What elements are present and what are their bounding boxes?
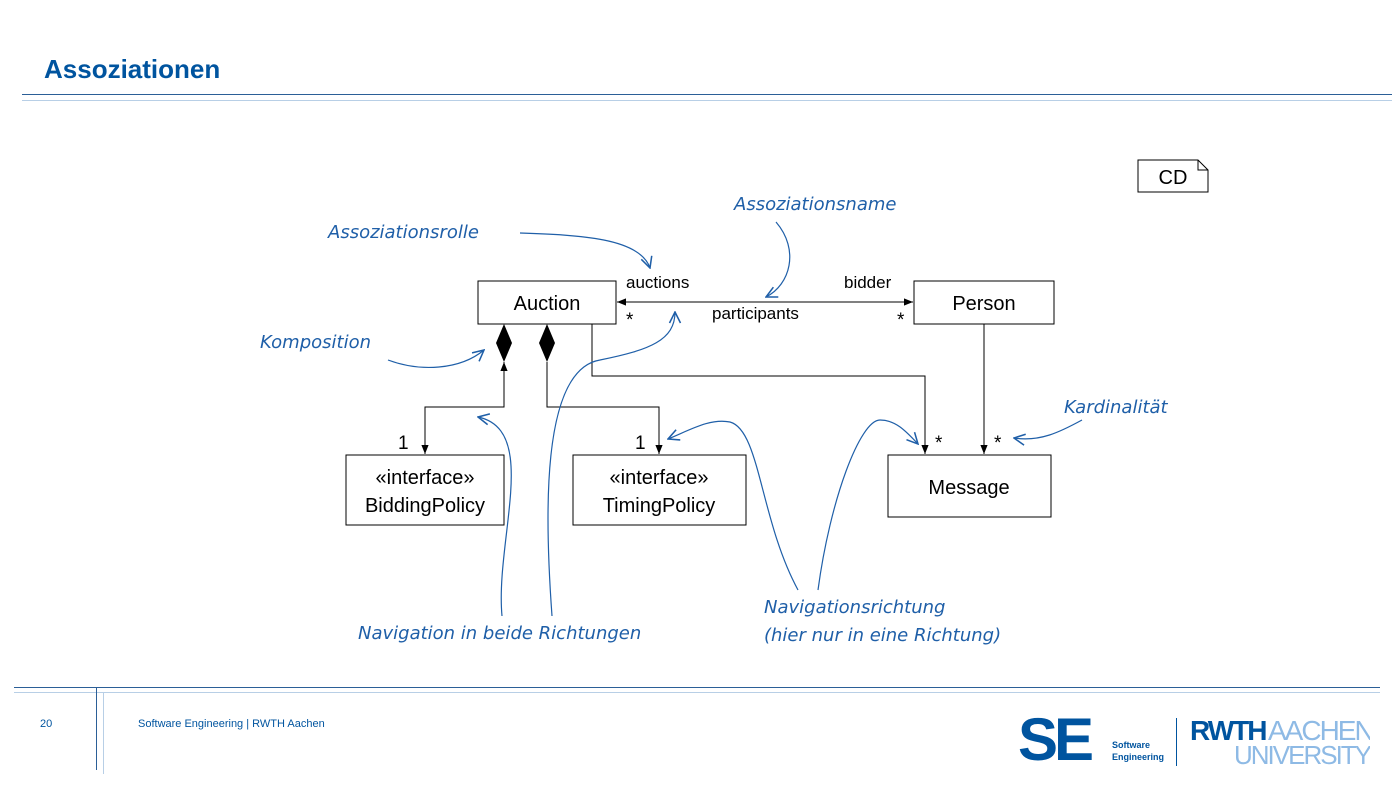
multiplicity-bidder: * (897, 310, 905, 331)
rwth-logo-university: UNIVERSITY (1234, 740, 1370, 770)
annotation-komposition: Komposition (260, 332, 371, 353)
class-timing-policy: «interface» TimingPolicy (572, 454, 747, 526)
class-timing-policy-stereotype: «interface» (610, 467, 709, 489)
arrow-komposition (387, 350, 484, 368)
arrow-navigationsrichtung-left (668, 420, 799, 591)
page-title: Assoziationen (44, 54, 221, 84)
association-role-auctions: auctions (626, 273, 689, 292)
class-message: Message (887, 454, 1052, 518)
diagram-tag-label: CD (1159, 167, 1188, 189)
multiplicity-timing-policy: 1 (635, 433, 646, 454)
annotation-navigation-beide: Navigation in beide Richtungen (358, 623, 641, 644)
annotation-navigationsrichtung: Navigationsrichtung (764, 597, 945, 618)
footer-separator (96, 688, 97, 770)
page-number: 20 (40, 718, 53, 730)
annotation-arrows (387, 221, 1083, 617)
rwth-logo-mark: RWTH (1190, 715, 1266, 746)
composition-diamond-timing (539, 324, 555, 362)
annotation-kardinalitaet: Kardinalität (1064, 397, 1169, 418)
footer-text: Software Engineering | RWTH Aachen (138, 718, 325, 730)
class-timing-policy-name: TimingPolicy (603, 495, 716, 517)
class-bidding-policy: «interface» BiddingPolicy (345, 454, 505, 526)
association-name: participants (712, 304, 799, 323)
class-bidding-policy-stereotype: «interface» (376, 467, 475, 489)
composition-timing-line (546, 362, 663, 454)
class-person-name: Person (952, 293, 1015, 315)
se-logo-line2: Engineering (1112, 752, 1164, 762)
footer-separator-thin (103, 692, 104, 774)
arrow-navigation-beide-right (547, 312, 675, 617)
logo-separator (1176, 718, 1177, 766)
composition-diamond-bidding (496, 324, 512, 362)
se-logo: SE Software Engineering (1018, 712, 1164, 768)
association-role-bidder: bidder (844, 273, 892, 292)
title-divider (22, 94, 1392, 95)
multiplicity-message-person: * (994, 433, 1002, 454)
class-person: Person (913, 280, 1055, 325)
composition-bidding-line (421, 362, 508, 454)
class-auction: Auction (477, 280, 617, 325)
arrow-assoziationsrolle (519, 232, 650, 268)
footer-divider-thin (14, 692, 1380, 693)
association-auction-message-line (591, 324, 929, 454)
class-bidding-policy-name: BiddingPolicy (365, 495, 485, 517)
multiplicity-bidding-policy: 1 (398, 433, 409, 454)
rwth-logo: RWTH AACHEN UNIVERSITY (1190, 715, 1370, 770)
arrow-navigationsrichtung-right (817, 419, 918, 591)
arrow-assoziationsname (766, 221, 791, 297)
diagram-tag: CD (1137, 159, 1209, 193)
annotation-assoziationsrolle: Assoziationsrolle (327, 222, 479, 243)
se-logo-mark: SE (1018, 712, 1092, 768)
rwth-logo-aachen: AACHEN (1268, 715, 1370, 746)
class-message-name: Message (928, 477, 1009, 499)
annotation-navigationsrichtung-detail: (hier nur in eine Richtung) (764, 625, 1001, 646)
annotation-assoziationsname: Assoziationsname (733, 194, 896, 215)
class-auction-name: Auction (514, 293, 581, 315)
footer-divider (14, 687, 1380, 688)
arrow-navigation-beide-left (478, 417, 512, 617)
title-divider-thin (22, 100, 1392, 101)
se-logo-line1: Software (1112, 740, 1150, 750)
multiplicity-message-auction: * (935, 433, 943, 454)
multiplicity-auctions: * (626, 310, 634, 331)
arrow-kardinalitaet (1014, 419, 1083, 439)
